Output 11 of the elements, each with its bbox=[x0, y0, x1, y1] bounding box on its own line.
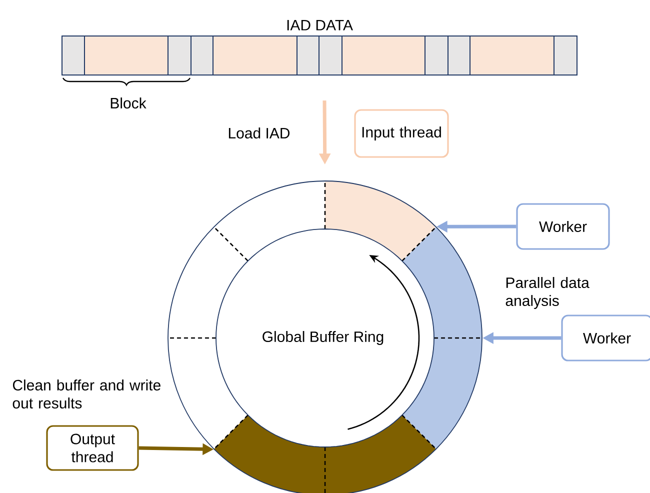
output-thread-box: Output thread bbox=[46, 425, 139, 471]
worker-box: Worker bbox=[516, 203, 610, 250]
text-label: Block bbox=[110, 98, 146, 108]
worker-box: Worker bbox=[561, 314, 650, 362]
text-label: Clean buffer and write out results bbox=[12, 380, 160, 408]
edge-label: Load IAD bbox=[226, 126, 292, 140]
text-label: Parallel data analysis bbox=[506, 277, 590, 309]
buffer-ring: Global Buffer Ring bbox=[168, 180, 482, 493]
node-label: IAD DATA bbox=[287, 20, 353, 30]
data-bar: IAD DATA bbox=[62, 20, 578, 76]
input-thread-box: Input thread bbox=[354, 109, 449, 158]
